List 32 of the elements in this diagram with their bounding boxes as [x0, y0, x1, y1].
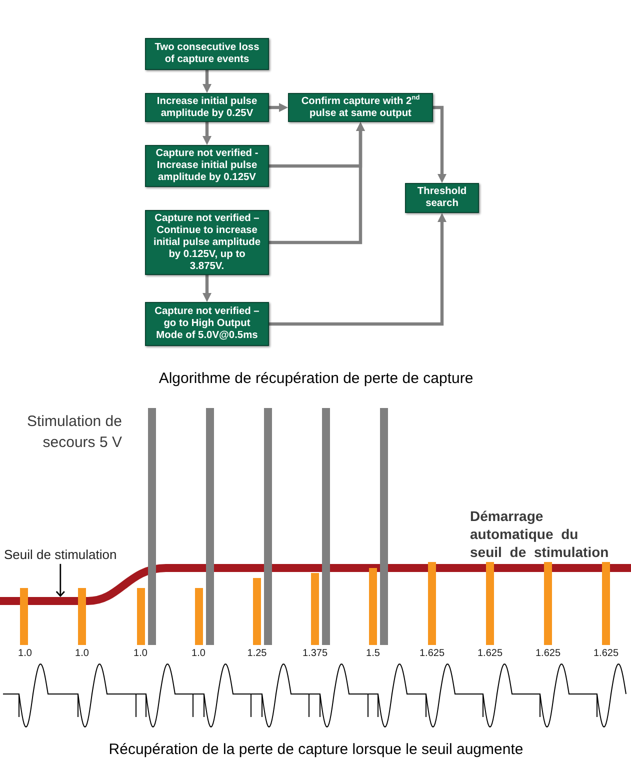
threshold-curve — [0, 564, 631, 605]
process-box: Increase initial pulse amplitude by 0.25V — [145, 93, 269, 122]
value-label: 1.625 — [535, 648, 561, 660]
leader-arrow — [56, 564, 66, 597]
arrow — [269, 213, 446, 326]
arrow — [202, 275, 212, 302]
annotation-text: Stimulation de secours 5 V — [26, 412, 122, 453]
value-label: 1.625 — [419, 648, 445, 660]
arrow — [269, 103, 288, 112]
value-label: 1.0 — [75, 648, 89, 660]
process-box: Threshold search — [405, 183, 479, 213]
value-label: 1.25 — [247, 648, 267, 660]
process-box: Capture not verified - Increase initial pulse amplitude by 0.125V — [145, 145, 269, 187]
value-label: 1.0 — [192, 648, 206, 660]
value-label: 1.625 — [477, 648, 503, 660]
value-label: 1.375 — [302, 648, 328, 660]
value-label: 1.5 — [366, 648, 380, 660]
figure-caption: Récupération de la perte de capture lorsque le seuil augmente — [108, 741, 524, 759]
value-label: 1.625 — [593, 648, 619, 660]
annotation-text: Démarrage automatique du seuil de stimulation — [470, 507, 610, 561]
arrow — [202, 70, 212, 93]
callout-label: Seuil de stimulation — [4, 548, 117, 563]
process-box: Capture not verified – go to High Output Mode of 5.0V@0.5ms — [145, 302, 269, 346]
figure-caption: Algorithme de récupération de perte de capture — [158, 370, 474, 388]
process-box: Two consecutive loss of capture events — [145, 38, 269, 70]
process-box: Confirm capture with 2$^{nd}$ pulse at same output — [288, 93, 433, 122]
value-label: 1.0 — [134, 648, 148, 660]
process-box: Capture not verified – Continue to increase initial pulse amplitude by 0.125V, up to 3.875V. — [145, 210, 269, 275]
arrow — [269, 122, 365, 244]
arrow — [202, 122, 212, 145]
value-label: 1.0 — [18, 648, 32, 660]
arrow — [433, 106, 446, 183]
